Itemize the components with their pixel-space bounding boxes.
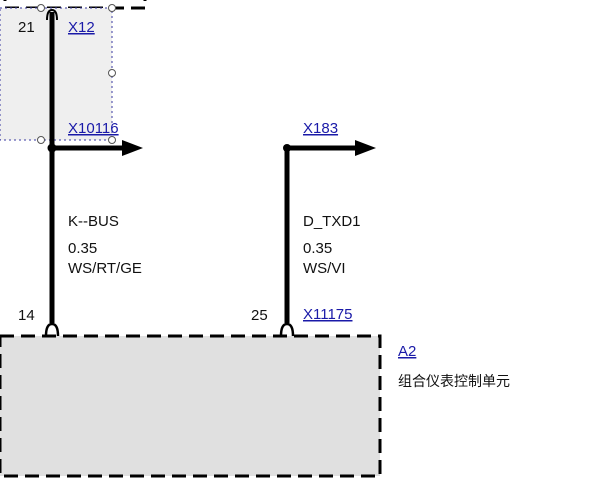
wire-right-signal: D_TXD1 bbox=[303, 213, 361, 230]
selection-handle-top-right[interactable] bbox=[108, 4, 116, 12]
connector-link-x183[interactable]: X183 bbox=[303, 120, 338, 137]
selection-handle-top[interactable] bbox=[37, 4, 45, 12]
pin-14-label: 14 bbox=[18, 307, 35, 324]
splice-branch-arrow bbox=[122, 140, 143, 156]
pin-25-socket bbox=[279, 322, 295, 337]
connector-link-x11175[interactable]: X11175 bbox=[303, 306, 353, 323]
wire-left-signal: K--BUS bbox=[68, 213, 119, 230]
wire-left-cross-section: 0.35 bbox=[68, 240, 97, 257]
top-pin-socket bbox=[46, 8, 58, 21]
bottom-component-box[interactable] bbox=[0, 334, 382, 478]
pin-14-socket bbox=[44, 322, 60, 337]
splice-selection-area[interactable] bbox=[0, 7, 113, 141]
component-description: 组合仪表控制单元 bbox=[398, 374, 510, 390]
right-branch-arrow bbox=[355, 140, 376, 156]
component-link-a2[interactable]: A2 bbox=[398, 343, 416, 360]
selection-handle-bottom-left[interactable] bbox=[37, 136, 45, 144]
selection-handle-bottom-right[interactable] bbox=[108, 136, 116, 144]
top-component-box bbox=[3, 0, 147, 10]
top-pin-number: 21 bbox=[18, 19, 35, 36]
connector-link-x10116[interactable]: X10116 bbox=[68, 120, 119, 137]
selection-handle-right[interactable] bbox=[108, 69, 116, 77]
connector-link-x12[interactable]: X12 bbox=[68, 19, 95, 36]
wire-right-cross-section: 0.35 bbox=[303, 240, 332, 257]
wire-left-color-code: WS/RT/GE bbox=[68, 260, 142, 277]
pin-25-label: 25 bbox=[251, 307, 268, 324]
wire-right-color-code: WS/VI bbox=[303, 260, 346, 277]
